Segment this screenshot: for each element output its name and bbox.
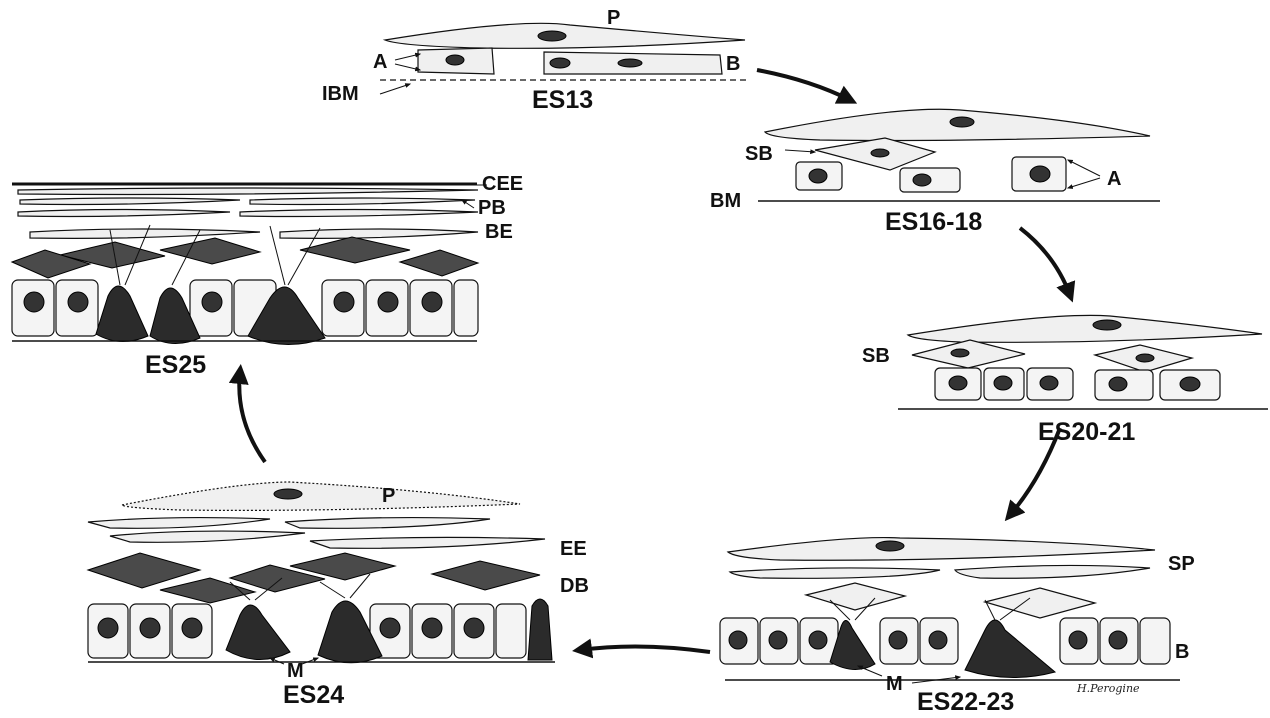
artist-signature: H.Perogine	[1076, 682, 1140, 695]
arrow-es13-to-es16	[757, 70, 850, 100]
label-p-es13: P	[607, 7, 620, 29]
panel-es13: P A B IBM ES13	[322, 7, 750, 114]
basal-row-es25	[12, 280, 478, 336]
panel-es16-18: SB A BM ES16-18	[710, 109, 1160, 236]
panel-es24: P EE DB M ES24	[88, 482, 589, 709]
label-cee: CEE	[482, 173, 523, 195]
label-bm: BM	[710, 190, 741, 212]
label-p-es24: P	[382, 485, 395, 507]
stage-es16-18: ES16-18	[885, 208, 982, 236]
basal-row-es24	[88, 604, 526, 658]
stage-es13: ES13	[532, 86, 593, 114]
label-ibm: IBM	[322, 83, 359, 105]
label-be: BE	[485, 221, 513, 243]
arrow-es22-to-es24	[580, 646, 710, 652]
basal-row-es22	[720, 618, 1170, 664]
label-ee: EE	[560, 538, 587, 560]
arrow-es24-to-es25	[239, 372, 265, 462]
panel-es25: CEE PB BE ES25	[12, 173, 523, 379]
label-m-es22: M	[886, 673, 903, 695]
label-a-es13: A	[373, 51, 387, 73]
stage-es22-23: ES22-23	[917, 688, 1014, 716]
label-sb-es16: SB	[745, 143, 773, 165]
label-db: DB	[560, 575, 589, 597]
arrow-es16-to-es20	[1020, 228, 1070, 295]
label-sp: SP	[1168, 553, 1195, 575]
label-b-es22: B	[1175, 641, 1189, 663]
panel-es20-21: SB ES20-21	[862, 315, 1268, 446]
panel-es22-23: SP B M ES22-23 H.Perogine	[720, 538, 1195, 716]
label-b-es13: B	[726, 53, 740, 75]
label-sb-es20: SB	[862, 345, 890, 367]
label-m-es24: M	[287, 660, 304, 682]
stage-es25: ES25	[145, 351, 206, 379]
stage-es24: ES24	[283, 681, 344, 709]
label-a-es16: A	[1107, 168, 1121, 190]
label-pb: PB	[478, 197, 506, 219]
